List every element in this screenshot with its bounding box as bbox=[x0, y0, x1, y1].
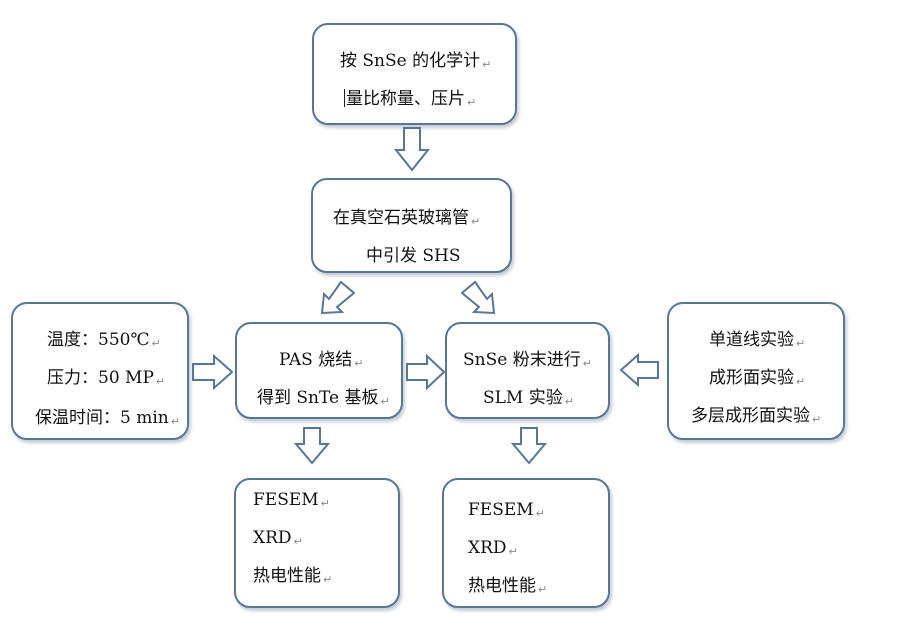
pas-box: PAS 烧结↵ 得到 SnTe 基板↵ bbox=[235, 322, 403, 419]
step2-line1: 在真空石英玻璃管↵ bbox=[333, 208, 481, 228]
conditions-temperature: 温度：550℃↵ bbox=[47, 330, 161, 350]
experiments-surface: 成形面实验↵ bbox=[709, 368, 806, 388]
pas-line2: 得到 SnTe 基板↵ bbox=[257, 388, 390, 408]
char-left-thermoelectric: 热电性能↵ bbox=[253, 566, 333, 586]
conditions-pressure: 压力：50 MP↵ bbox=[47, 368, 166, 388]
arrow-left-experiments-to-slm bbox=[619, 352, 659, 388]
char-right-box: FESEM↵ XRD↵ 热电性能↵ bbox=[442, 478, 610, 608]
step2-line2: 中引发 SHS bbox=[366, 246, 461, 266]
experiments-box: 单道线实验↵ 成形面实验↵ 多层成形面实验↵ bbox=[667, 302, 845, 440]
arrow-down-step1-to-step2 bbox=[393, 127, 431, 172]
conditions-box: 温度：550℃↵ 压力：50 MP↵ 保温时间：5 min↵ bbox=[11, 302, 189, 440]
experiments-single-track: 单道线实验↵ bbox=[709, 330, 806, 350]
char-right-thermoelectric: 热电性能↵ bbox=[468, 576, 548, 596]
slm-line2: SLM 实验↵ bbox=[483, 388, 574, 408]
arrow-diag-step2-to-slm bbox=[460, 280, 496, 315]
step1-box: 按 SnSe 的化学计↵ 量比称量、压片↵ bbox=[312, 23, 517, 125]
slm-box: SnSe 粉末进行↵ SLM 实验↵ bbox=[445, 322, 610, 419]
arrow-right-conditions-to-pas bbox=[192, 353, 234, 391]
char-left-xrd: XRD↵ bbox=[253, 528, 303, 548]
arrow-right-pas-to-slm bbox=[406, 353, 446, 391]
step2-box: 在真空石英玻璃管↵ 中引发 SHS bbox=[311, 178, 512, 273]
char-right-fesem: FESEM↵ bbox=[468, 500, 545, 520]
experiments-multilayer: 多层成形面实验↵ bbox=[691, 406, 822, 426]
arrow-down-slm-to-char bbox=[510, 427, 548, 465]
step1-line2: 量比称量、压片↵ bbox=[344, 89, 477, 109]
arrow-down-pas-to-char bbox=[293, 427, 331, 465]
conditions-holding-time: 保温时间：5 min↵ bbox=[35, 408, 180, 428]
char-left-fesem: FESEM↵ bbox=[253, 490, 330, 510]
text-cursor bbox=[344, 89, 345, 107]
step1-line1: 按 SnSe 的化学计↵ bbox=[340, 51, 492, 71]
char-left-box: FESEM↵ XRD↵ 热电性能↵ bbox=[234, 478, 400, 608]
slm-line1: SnSe 粉末进行↵ bbox=[463, 350, 592, 370]
pas-line1: PAS 烧结↵ bbox=[279, 350, 364, 370]
arrow-diag-step2-to-pas bbox=[320, 280, 356, 315]
char-right-xrd: XRD↵ bbox=[468, 538, 518, 558]
